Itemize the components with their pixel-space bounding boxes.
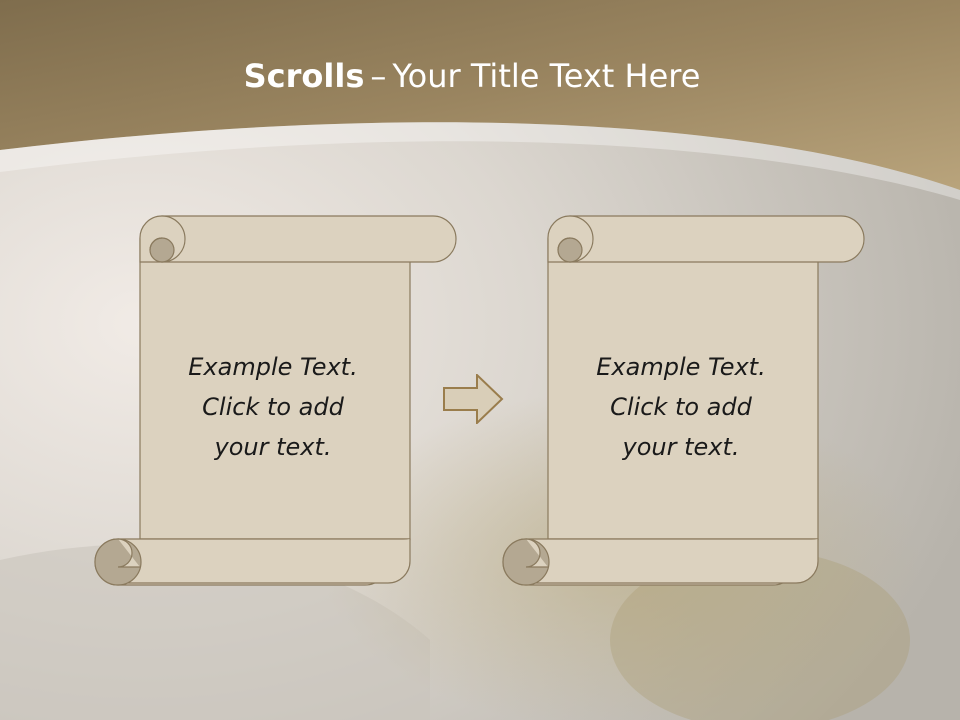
scroll-2-text[interactable]: Example Text. Click to add your text. <box>548 347 814 467</box>
right-arrow-icon <box>443 374 504 424</box>
scroll-1-line-2: Click to add <box>202 393 344 421</box>
scroll-2-line-2: Click to add <box>610 393 752 421</box>
scroll-1-shape <box>94 215 457 586</box>
scroll-2-line-1: Example Text. <box>596 353 766 381</box>
scroll-2[interactable]: Example Text. Click to add your text. <box>502 215 868 587</box>
title-rest: Your Title Text Here <box>392 57 701 95</box>
slide-title[interactable]: Scrolls–Your Title Text Here <box>0 52 944 100</box>
title-dash: – <box>370 57 387 95</box>
scroll-2-shape <box>502 215 865 586</box>
scroll-1-line-3: your text. <box>214 433 332 461</box>
title-bold: Scrolls <box>243 57 365 95</box>
scroll-1-text[interactable]: Example Text. Click to add your text. <box>140 347 406 467</box>
scroll-1[interactable]: Example Text. Click to add your text. <box>94 215 460 587</box>
scroll-2-line-3: your text. <box>622 433 740 461</box>
scroll-1-line-1: Example Text. <box>188 353 358 381</box>
